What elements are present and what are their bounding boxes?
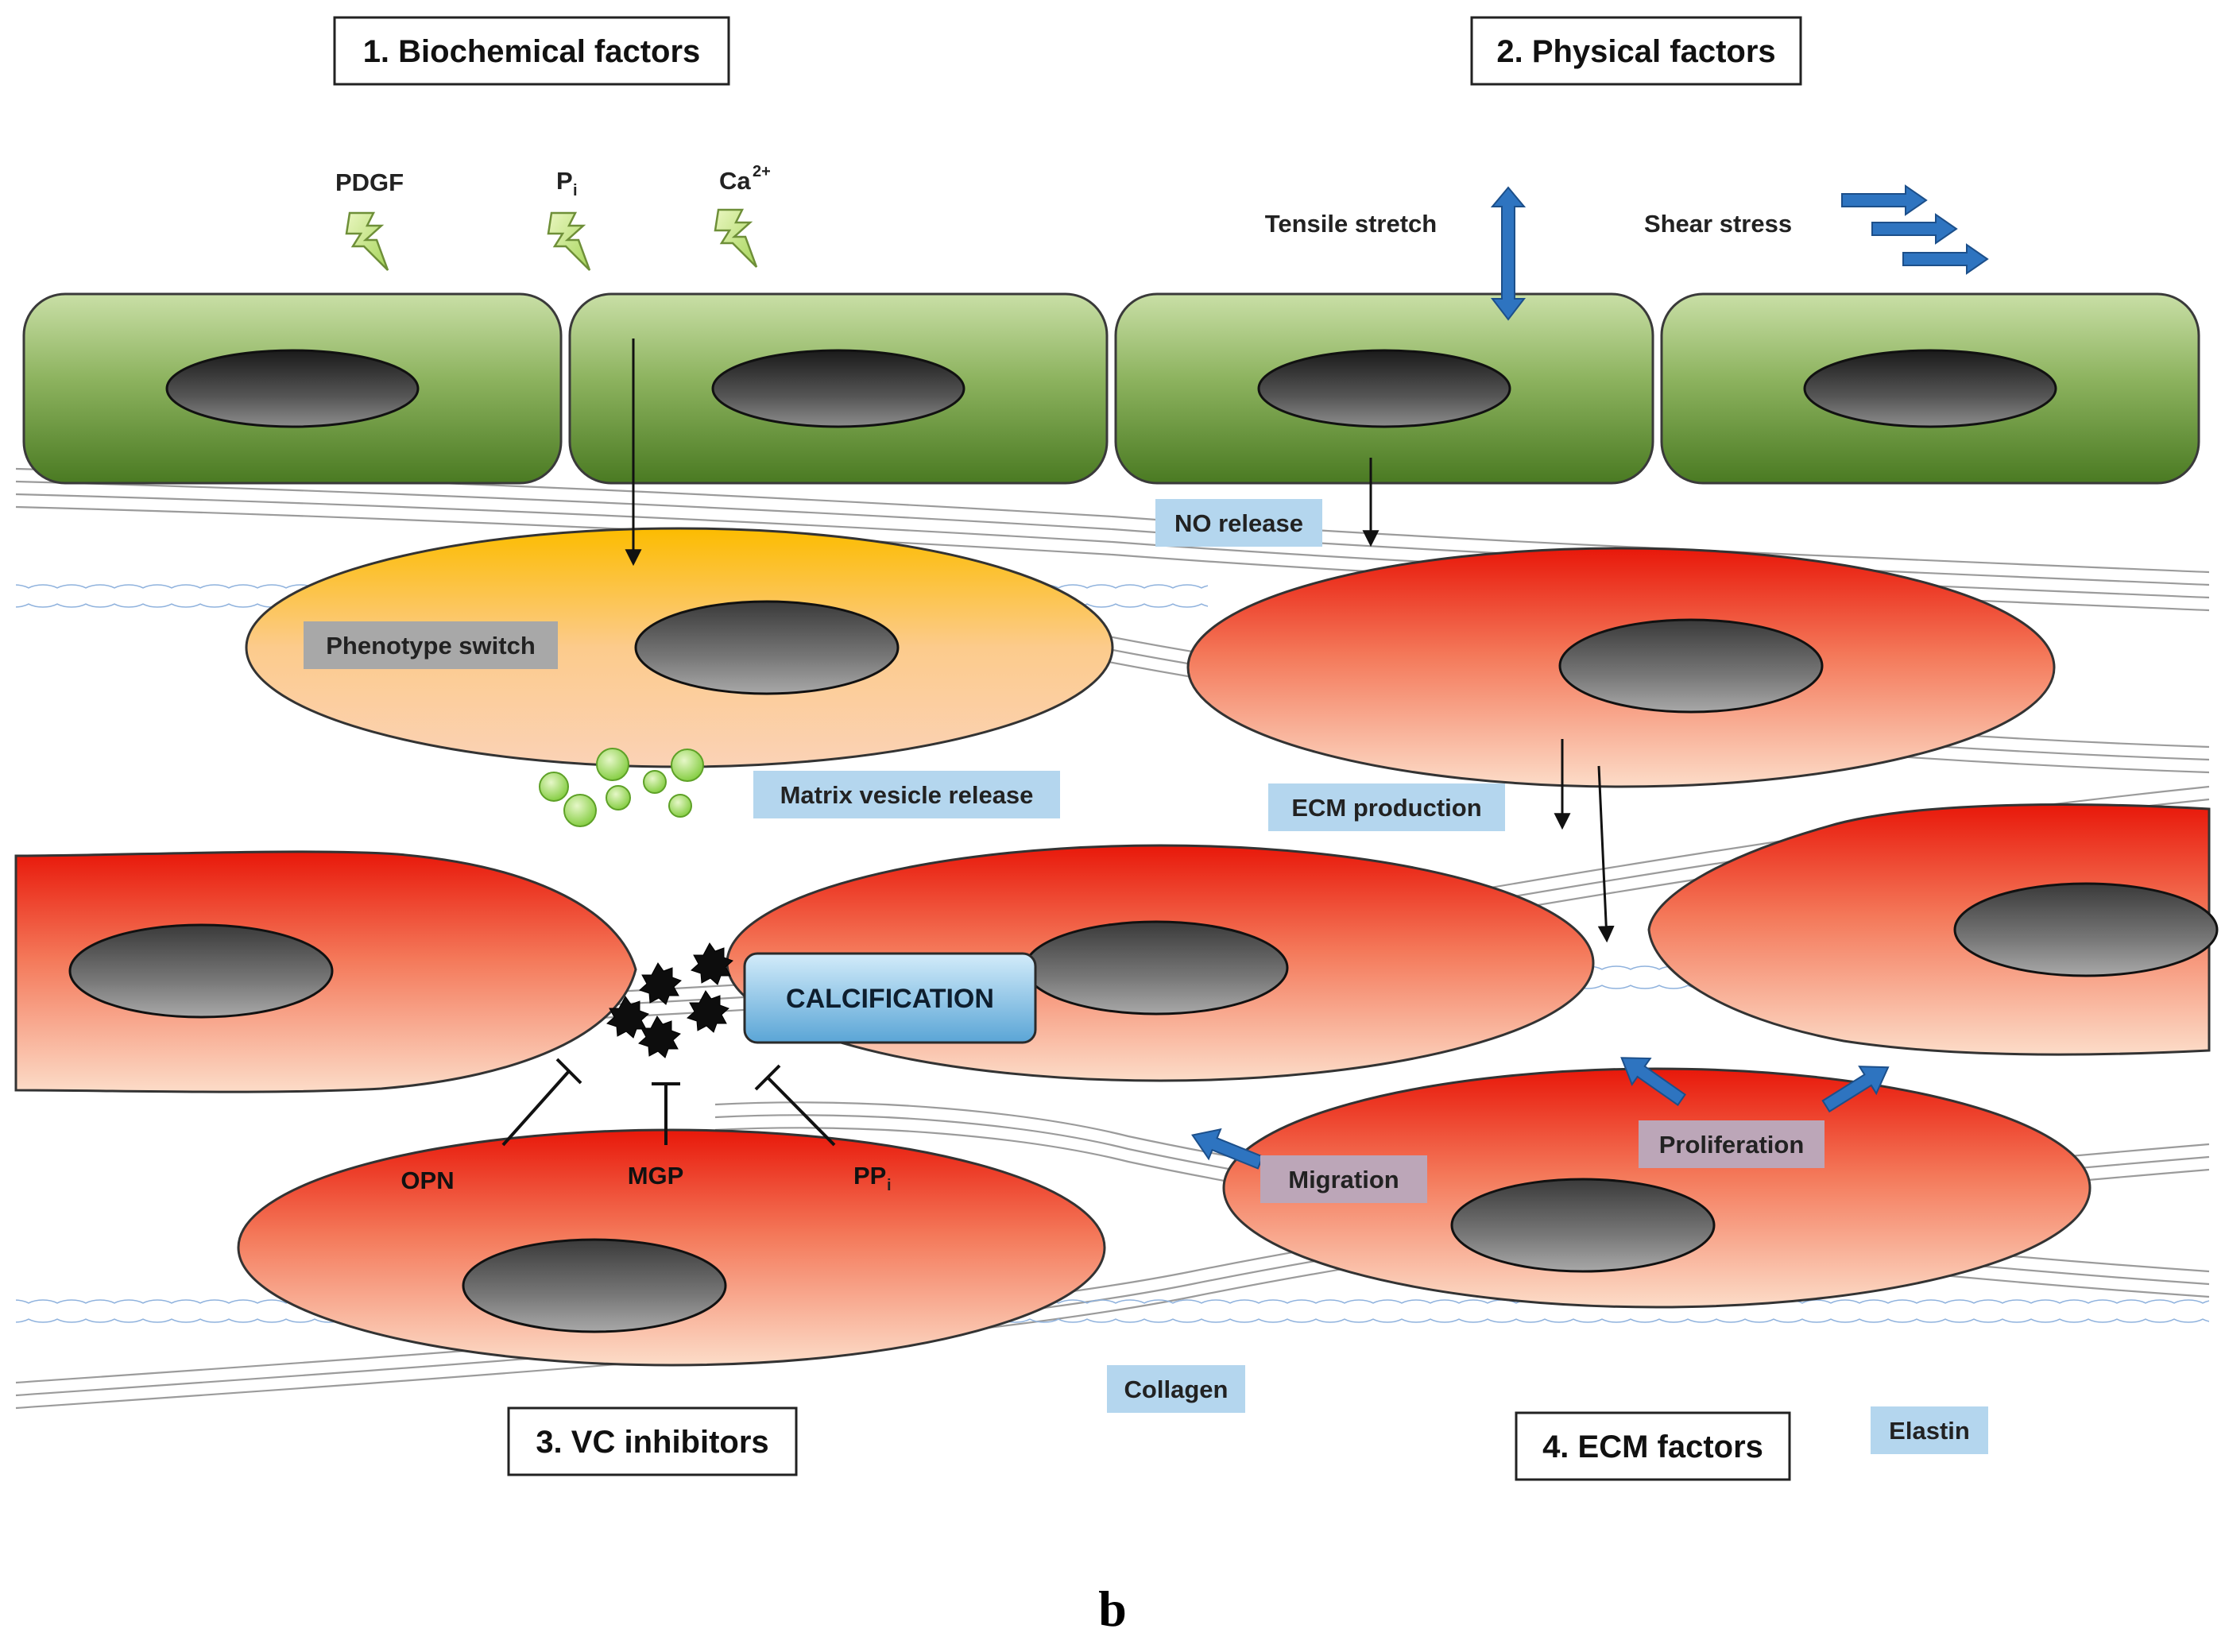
vesicle <box>596 748 629 781</box>
migration-label: Migration <box>1260 1155 1427 1203</box>
migration-arrow-icon <box>1191 1128 1264 1170</box>
nucleus <box>1023 920 1289 1016</box>
header-vc-inhibitors: 3. VC inhibitors <box>507 1406 798 1476</box>
ppi-label: PP i <box>853 1162 892 1194</box>
smc-lower-left <box>237 1128 1106 1367</box>
calcification-crystals <box>606 942 733 1058</box>
migration-text: Migration <box>1288 1166 1399 1194</box>
panel-letter: b <box>1098 1580 1127 1637</box>
ecm-production-label: ECM production <box>1268 783 1505 831</box>
nucleus <box>1450 1178 1716 1273</box>
elastin-text: Elastin <box>1889 1417 1970 1445</box>
proliferation-arrow-icon <box>1620 1057 1686 1106</box>
pdgf-label: PDGF <box>335 168 404 196</box>
nucleus <box>1558 618 1824 714</box>
proliferation-label: Proliferation <box>1639 1120 1824 1168</box>
vesicle <box>606 785 631 811</box>
shear-stress-label: Shear stress <box>1644 210 1792 238</box>
calcification-box: CALCIFICATION <box>743 952 1037 1044</box>
header-ecm-factors-text: 4. ECM factors <box>1542 1430 1763 1464</box>
crystal <box>691 942 733 985</box>
smc-far-left <box>14 850 637 1093</box>
header-biochemical: 1. Biochemical factors <box>333 16 730 86</box>
pi-label-main: P <box>556 167 573 195</box>
proliferation-text: Proliferation <box>1659 1131 1805 1159</box>
tensile-stretch-label: Tensile stretch <box>1265 210 1438 238</box>
lightning-bolt-icon <box>547 211 591 271</box>
nucleus <box>165 349 420 428</box>
header-physical: 2. Physical factors <box>1470 16 1802 86</box>
mgp-label: MGP <box>628 1162 684 1190</box>
crystal <box>606 996 649 1039</box>
crystal <box>687 990 729 1033</box>
header-ecm-factors: 4. ECM factors <box>1515 1411 1791 1481</box>
vesicle <box>643 770 667 794</box>
ppi-label-sub: i <box>887 1177 892 1194</box>
vesicle <box>671 749 704 782</box>
vesicle <box>563 794 597 827</box>
collagen-text: Collagen <box>1124 1375 1229 1403</box>
nucleus <box>1953 882 2219 977</box>
no-release-text: NO release <box>1174 509 1303 537</box>
nucleus <box>1257 349 1511 428</box>
lightning-bolt-icon <box>345 211 389 271</box>
pi-label: P i <box>556 167 578 199</box>
ca-label: Ca 2+ <box>719 163 771 195</box>
smc-upper-right <box>1186 547 2056 788</box>
nucleus <box>711 349 965 428</box>
phenotype-switch-label: Phenotype switch <box>304 621 558 669</box>
shear-arrows-icon <box>1841 184 1989 275</box>
ecm-production-text: ECM production <box>1291 794 1481 822</box>
ca-label-sup: 2+ <box>753 163 771 180</box>
nucleus <box>634 600 900 695</box>
nucleus <box>1803 349 2057 428</box>
nucleus <box>68 923 334 1019</box>
synthetic-smc <box>245 527 1114 768</box>
matrix-vesicle-label: Matrix vesicle release <box>753 771 1060 818</box>
signal-arrows <box>625 339 1615 943</box>
matrix-vesicle-text: Matrix vesicle release <box>780 781 1034 809</box>
migration-proliferation-arrows <box>1191 1057 1890 1170</box>
nucleus <box>462 1238 727 1333</box>
elastin-label: Elastin <box>1871 1406 1988 1454</box>
header-physical-text: 2. Physical factors <box>1496 34 1775 69</box>
endothelial-layer <box>22 292 2200 485</box>
vesicle <box>539 772 569 802</box>
proliferation-arrow-icon <box>1821 1066 1890 1113</box>
header-vc-inhibitors-text: 3. VC inhibitors <box>536 1425 768 1460</box>
matrix-vesicles <box>539 748 704 827</box>
ca-label-main: Ca <box>719 167 751 195</box>
crystal <box>639 962 682 1005</box>
calcification-text: CALCIFICATION <box>786 984 994 1014</box>
crystal <box>638 1016 681 1058</box>
collagen-label: Collagen <box>1107 1365 1245 1413</box>
smc-far-right <box>1647 803 2219 1056</box>
opn-label: OPN <box>400 1166 454 1194</box>
inhibition-lines <box>501 1058 836 1147</box>
pi-label-sub: i <box>573 182 578 199</box>
smc-lower-right <box>1222 1067 2092 1309</box>
header-biochemical-text: 1. Biochemical factors <box>363 34 701 69</box>
phenotype-switch-text: Phenotype switch <box>326 632 536 660</box>
lightning-bolt-icon <box>714 208 758 268</box>
ppi-label-main: PP <box>853 1162 886 1190</box>
tensile-double-arrow-icon <box>1490 186 1527 321</box>
vesicle <box>668 794 692 818</box>
no-release-label: NO release <box>1155 499 1322 547</box>
